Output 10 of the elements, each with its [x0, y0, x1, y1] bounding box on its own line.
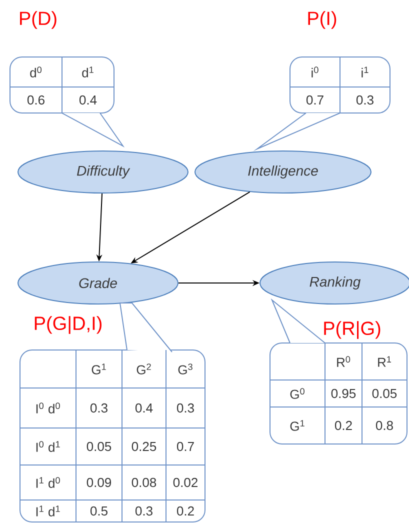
probability-title: P(G|D,I) — [34, 316, 102, 334]
ellipse-node: Ranking — [260, 262, 409, 304]
table-callout: i$^{0}$ i$^{1}$ 0.7 0.3 — [253, 56, 390, 152]
table-callout: d$^{0}$ d$^{1}$ 0.6 0.4 — [10, 56, 125, 148]
probability-title: P(D) — [20, 11, 56, 29]
ellipse-node: Intelligence — [194, 150, 372, 194]
ellipse-node: Grade — [18, 262, 178, 304]
probability-title: P(R|G) — [324, 321, 380, 339]
probability-title: P(I) — [308, 11, 336, 29]
ellipse-node: Difficulty — [18, 150, 188, 194]
